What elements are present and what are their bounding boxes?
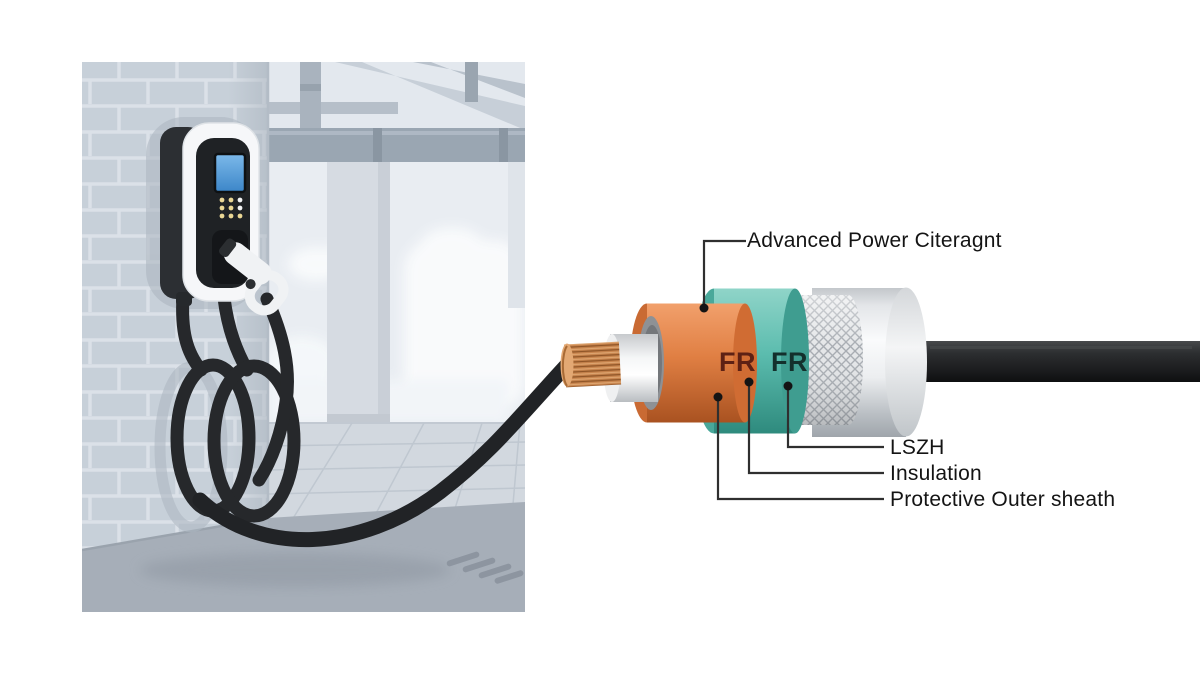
callout-outer-sheath-label: Protective Outer sheath	[890, 488, 1116, 511]
door-frame	[508, 128, 525, 308]
braided-shield-layer	[800, 295, 863, 425]
ceiling-structure	[268, 62, 525, 130]
ev-charger	[160, 122, 289, 316]
copper-conductor	[560, 341, 622, 388]
floor-drain	[446, 551, 524, 584]
callout-lszh-label: LSZH	[890, 436, 945, 459]
fr-marking-outer-label: FR	[771, 347, 808, 377]
callout-conductor-label: Advanced Power Citeragnt	[747, 229, 1002, 252]
charging-gun	[219, 238, 289, 316]
charger-screen	[213, 152, 247, 194]
callout-dots	[699, 303, 793, 402]
fr-marking-inner-label: FR	[719, 347, 756, 377]
callout-lines	[702, 239, 884, 501]
ceiling-pipe	[268, 128, 525, 162]
garage-scene	[82, 62, 525, 612]
callout-insulation-label: Insulation	[890, 462, 982, 485]
cable-cross-section	[560, 239, 1200, 501]
connecting-cable	[192, 358, 574, 548]
foreground-floor	[82, 502, 525, 612]
charger-keypad	[219, 197, 243, 219]
cable-jacket	[912, 341, 1200, 382]
tiled-floor	[267, 422, 525, 522]
support-column	[327, 128, 390, 423]
